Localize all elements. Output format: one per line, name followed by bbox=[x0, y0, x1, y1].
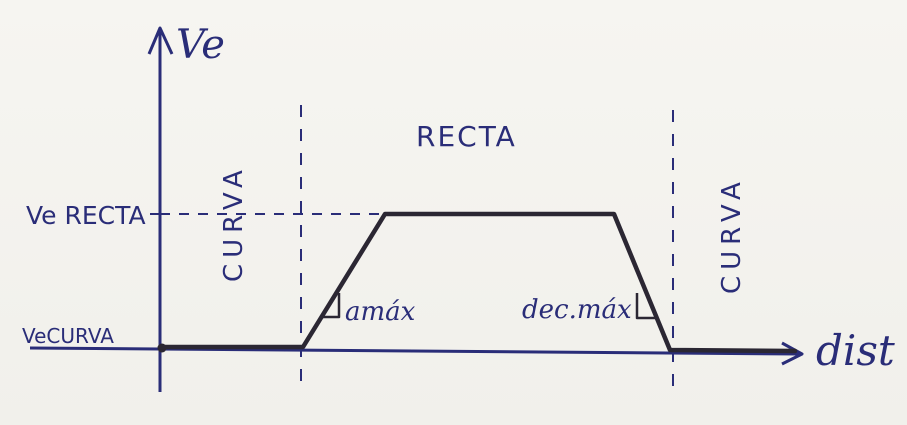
zone-left-curva-label: CURVA bbox=[219, 164, 249, 282]
deceleration-slope-marker bbox=[635, 293, 656, 320]
zone-center-recta-label: RECTA bbox=[416, 120, 517, 153]
deceleration-label: dec.máx bbox=[522, 295, 632, 325]
v-recta-label: Ve RECTA bbox=[26, 201, 146, 230]
zone-right-curva-label: CURVA bbox=[717, 176, 747, 294]
y-axis-arrowhead bbox=[147, 26, 174, 55]
v-curva-label: VeCURVA bbox=[22, 324, 114, 348]
acceleration-label: amáx bbox=[345, 297, 416, 327]
speed-profile-line bbox=[157, 211, 798, 354]
y-axis-label: Ve bbox=[176, 22, 225, 68]
x-axis-arrowhead bbox=[781, 341, 804, 366]
x-axis-label: dist bbox=[816, 326, 895, 375]
acceleration-slope-marker bbox=[321, 293, 341, 319]
